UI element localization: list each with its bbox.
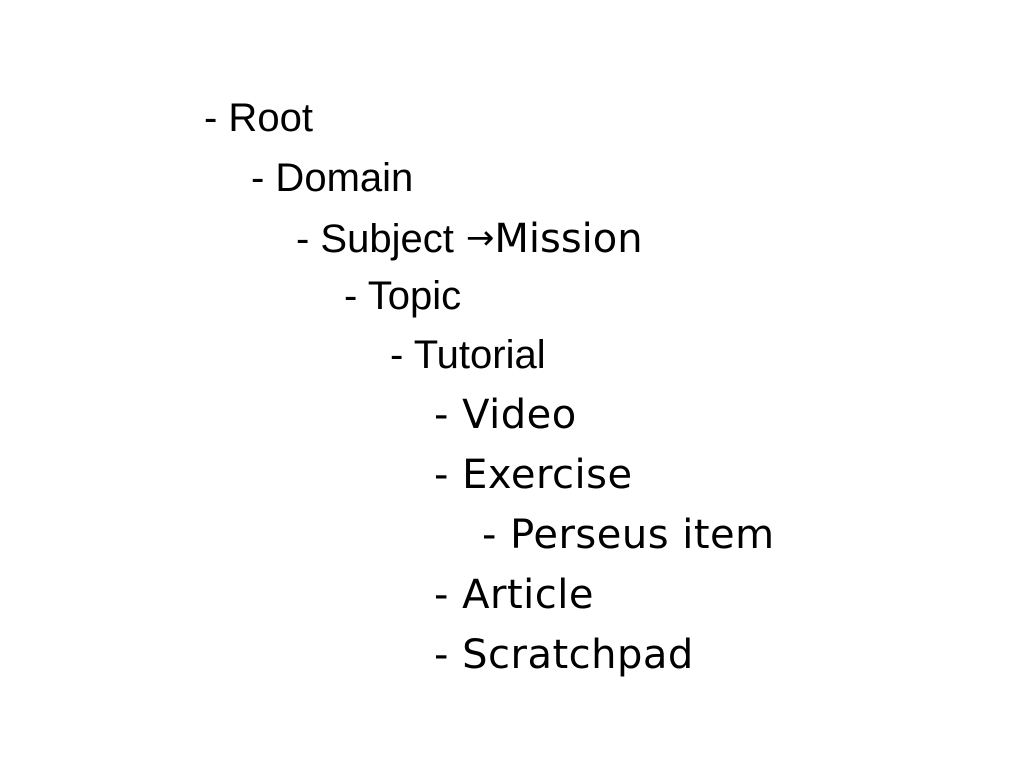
domain-node: - Domain — [251, 156, 414, 200]
right-arrow-icon: → — [465, 218, 495, 258]
tutorial-node: - Tutorial — [390, 333, 546, 377]
video-node: - Video — [434, 392, 577, 438]
subject-label: - Subject — [296, 217, 454, 261]
mission-label: Mission — [494, 216, 643, 262]
perseus-item-node: - Perseus item — [482, 512, 775, 558]
topic-node: - Topic — [344, 274, 462, 318]
exercise-node: - Exercise — [434, 452, 633, 498]
scratchpad-node: - Scratchpad — [434, 632, 694, 678]
subject-node: - Subject →Mission — [296, 214, 643, 263]
article-node: - Article — [434, 572, 594, 618]
root-node: - Root — [204, 96, 313, 140]
